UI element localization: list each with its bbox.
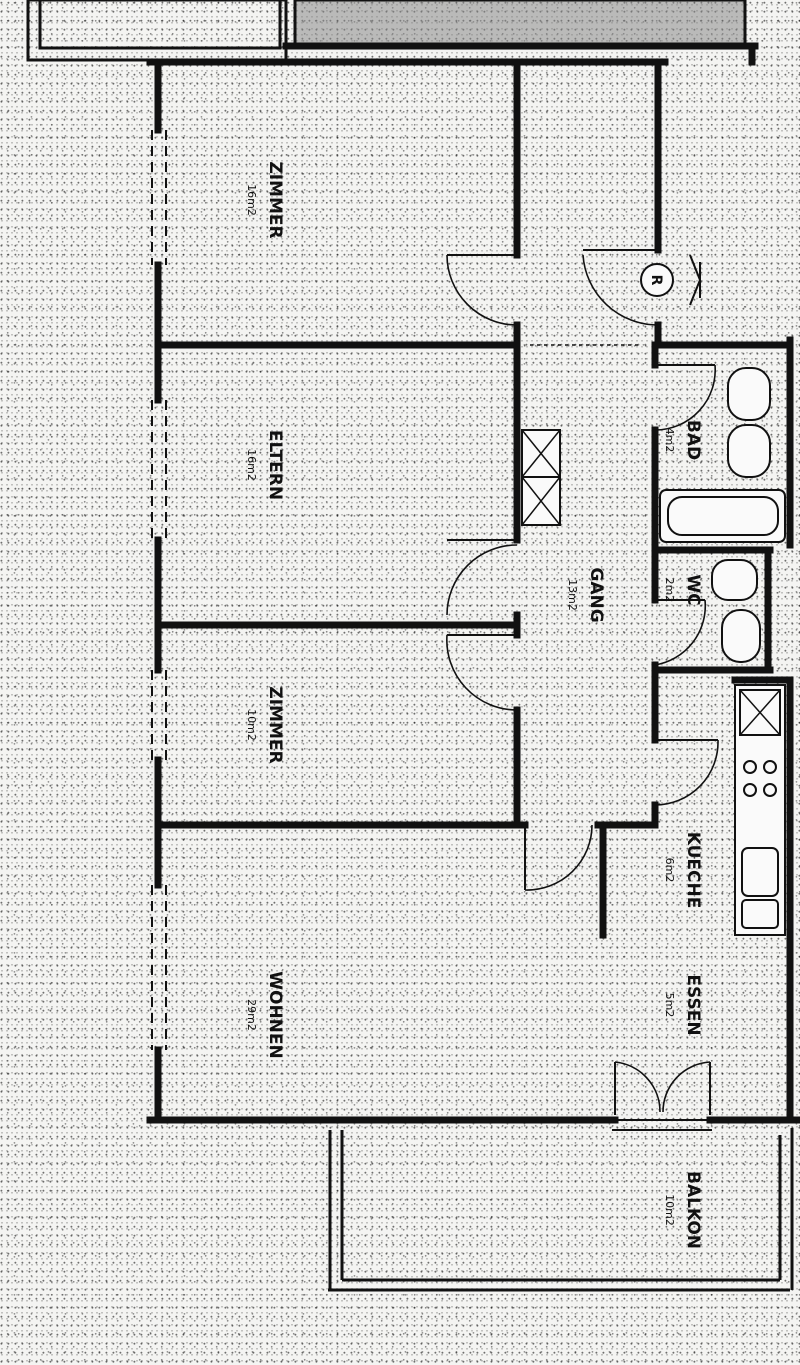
windows [151,130,167,1050]
wc-sink [711,559,758,601]
interior-walls [161,58,794,939]
svg-text:KUECHE: KUECHE [683,832,703,909]
svg-text:ZIMMER: ZIMMER [265,161,285,238]
label-wc: WC 2m2 [663,574,703,605]
svg-text:ZIMMER: ZIMMER [265,686,285,763]
svg-text:16m2: 16m2 [245,449,258,481]
bathroom-fixtures [659,367,786,543]
entrance-symbol-label: R [648,275,664,286]
svg-text:29m2: 29m2 [245,999,258,1031]
balkon-outline [328,1128,794,1292]
svg-text:2m2: 2m2 [663,578,676,603]
svg-text:WC: WC [683,574,703,605]
label-essen: ESSEN 5m2 [663,974,703,1035]
svg-text:16m2: 16m2 [245,184,258,216]
entrance-icon [640,263,674,297]
bad-sink-2 [727,424,771,478]
label-eltern: ELTERN 16m2 [245,430,285,500]
room-labels: ZIMMER 16m2 ELTERN 16m2 ZIMMER 10m2 WOHN… [245,161,703,1249]
label-wohnen: WOHNEN 29m2 [245,971,285,1059]
svg-text:BALKON: BALKON [683,1171,703,1249]
svg-text:ESSEN: ESSEN [683,974,703,1035]
toilet-icon [721,609,761,663]
svg-text:6m2: 6m2 [663,858,676,883]
svg-text:R: R [648,275,664,286]
svg-text:13m2: 13m2 [566,579,579,611]
svg-text:10m2: 10m2 [245,709,258,741]
built-in-closet [521,429,561,526]
svg-text:5m2: 5m2 [663,993,676,1018]
top-neighbor-unit [26,0,759,62]
label-zimmer-mid: ZIMMER 10m2 [245,686,285,763]
svg-text:BAD: BAD [683,420,703,460]
svg-text:4m2: 4m2 [663,428,676,453]
label-zimmer-top: ZIMMER 16m2 [245,161,285,238]
stove-icon [743,760,777,797]
wc-fixtures [711,559,761,663]
svg-text:10m2: 10m2 [663,1194,676,1226]
label-balkon: BALKON 10m2 [663,1171,703,1249]
svg-text:WOHNEN: WOHNEN [265,971,285,1059]
label-kueche: KUECHE 6m2 [663,832,703,909]
bad-sink-1 [727,367,771,421]
exterior-walls [146,42,800,1124]
doors [446,249,719,1131]
label-gang: GANG 13m2 [566,567,606,622]
svg-text:GANG: GANG [586,567,606,622]
svg-text:ELTERN: ELTERN [265,430,285,500]
kitchen-counter [734,684,786,936]
label-bad: BAD 4m2 [663,420,703,460]
kitchen-sink-icon [741,847,779,897]
entrance-marker [640,254,702,306]
